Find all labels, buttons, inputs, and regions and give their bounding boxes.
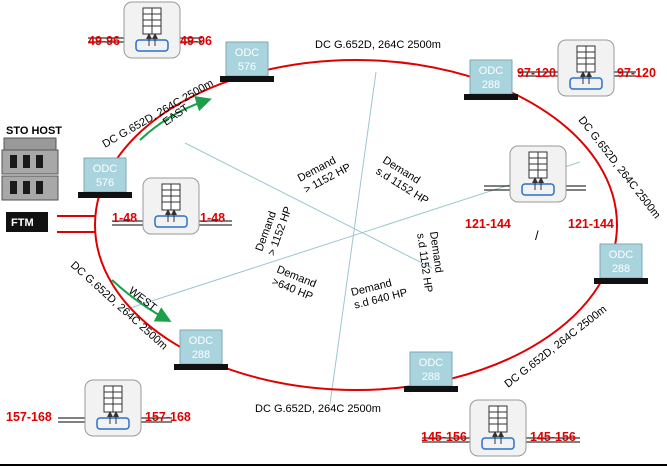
west-arrow — [111, 279, 172, 322]
range-label: 145-156 — [421, 430, 467, 444]
odc-288-lower-left: ODC 288 — [174, 329, 228, 370]
host-connection-lines — [57, 215, 95, 233]
range-label: 1-48 — [112, 211, 137, 225]
bottom-rule — [0, 464, 667, 466]
splitter-97-120: 97-120 97-120 — [517, 40, 656, 96]
odc-capacity: 288 — [612, 263, 630, 275]
splitter-157-168: 157-168 157-168 — [6, 380, 191, 436]
odc-name: ODC — [609, 249, 634, 261]
cable-label-lower-right: DC G.652D, 264C 2500m — [502, 303, 609, 390]
range-label: 97-120 — [617, 66, 656, 80]
odc-name: ODC — [235, 47, 260, 59]
demand-label-4: Demand s.d 1152 HP — [414, 231, 445, 294]
odc-capacity: 576 — [238, 61, 256, 73]
svg-text:Demand: Demand — [427, 231, 445, 274]
range-label: 97-120 — [517, 66, 556, 80]
east-arrow — [139, 95, 212, 141]
odc-576-top: ODC 576 — [220, 41, 274, 82]
demand-label-2: Demand s.d 1152 HP — [374, 154, 431, 207]
cable-label-right: DC G.652D, 264C 2500m — [576, 114, 663, 221]
odc-288-right: ODC 288 — [594, 243, 648, 284]
cable-label-upper-left: DC G.652D, 264C 2500m — [101, 77, 216, 150]
range-label: 121-144 — [568, 217, 614, 231]
odc-576-left: ODC 576 — [78, 157, 132, 198]
range-label: 49-96 — [180, 34, 212, 48]
demand-label-6: Demand s.d 640 HP — [350, 277, 409, 311]
odc-name: ODC — [479, 65, 504, 77]
odc-name: ODC — [419, 357, 444, 369]
range-label: 121-144 — [465, 217, 511, 231]
ftm-label: FTM — [11, 217, 34, 229]
slash-mark: / — [535, 228, 539, 243]
splitter-1-48: 1-48 1-48 — [112, 178, 232, 234]
odc-capacity: 288 — [192, 349, 210, 361]
odc-name: ODC — [189, 335, 214, 347]
range-label: 49-96 — [88, 34, 120, 48]
fiber-ring — [94, 59, 618, 391]
demand-label-1: Demand > 1152 HP — [296, 155, 353, 197]
range-label: 1-48 — [200, 211, 225, 225]
demand-label-5: Demand >640 HP — [270, 264, 318, 303]
odc-288-top-right: ODC 288 — [464, 59, 518, 100]
odc-capacity: 576 — [96, 177, 114, 189]
splitter-145-156: 145-156 145-156 — [421, 400, 580, 456]
odc-288-bottom: ODC 288 — [404, 351, 458, 392]
odc-capacity: 288 — [482, 79, 500, 91]
odc-capacity: 288 — [422, 371, 440, 383]
splitter-121-144: 121-144 121-144 / — [465, 146, 614, 243]
cable-label-bottom: DC G.652D, 264C 2500m — [255, 403, 381, 415]
demand-label-3: Demand > 1152 HP — [254, 205, 295, 257]
splitter-49-96: 49-96 49-96 — [88, 2, 212, 58]
odc-name: ODC — [93, 163, 118, 175]
range-label: 157-168 — [6, 410, 52, 424]
range-label: 145-156 — [530, 430, 576, 444]
sto-host-building: STO HOST FTM — [1, 125, 62, 232]
range-label: 157-168 — [145, 410, 191, 424]
cable-label-top: DC G.652D, 264C 2500m — [315, 39, 441, 51]
sto-host-title: STO HOST — [6, 125, 62, 137]
